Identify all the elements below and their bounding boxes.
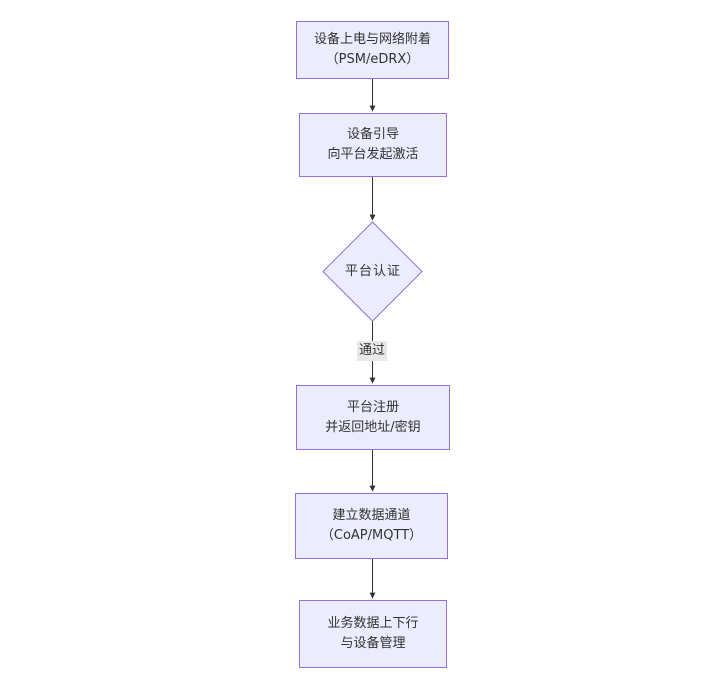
node-label-line: （CoAP/MQTT） xyxy=(320,528,423,543)
node-label-line: 平台注册 xyxy=(346,399,399,415)
node-label-line: 业务数据上下行 xyxy=(327,616,419,631)
node-label-line: 设备引导 xyxy=(346,127,399,142)
node-bootstrap: 设备引导 向平台发起激活 xyxy=(299,113,447,177)
node-label-line: 与设备管理 xyxy=(340,636,406,651)
edge-label-pass: 通过 xyxy=(356,341,388,361)
node-power-attach: 设备上电与网络附着 （PSM/eDRX） xyxy=(296,21,449,79)
node-label-line: 向平台发起激活 xyxy=(327,147,419,162)
node-platform-register: 平台注册 并返回地址/密钥 xyxy=(296,385,450,450)
node-business-ops: 业务数据上下行 与设备管理 xyxy=(299,600,447,668)
node-label-line: 设备上电与网络附着 xyxy=(313,32,431,47)
node-label-line: 并返回地址/密钥 xyxy=(325,419,421,435)
node-label-line: 建立数据通道 xyxy=(332,508,411,523)
node-label-line: 平台认证 xyxy=(344,264,401,279)
node-label-line: （PSM/eDRX） xyxy=(325,52,420,67)
node-platform-auth-label: 平台认证 xyxy=(322,262,424,282)
node-data-channel: 建立数据通道 （CoAP/MQTT） xyxy=(295,493,448,559)
